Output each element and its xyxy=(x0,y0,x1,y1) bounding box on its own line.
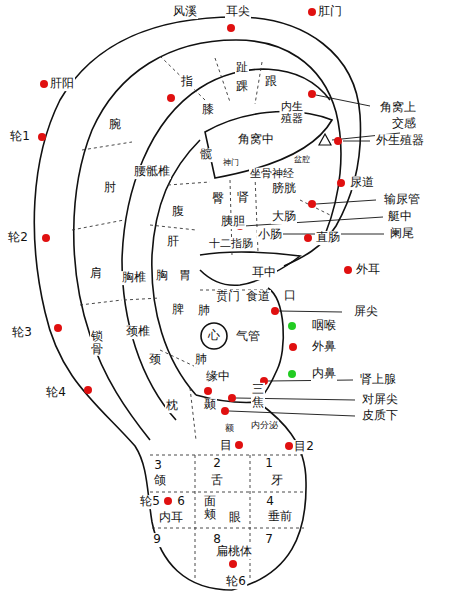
region-label: 角窝上 xyxy=(379,101,417,115)
region-label: 颌 xyxy=(153,474,167,488)
region-label: 轮5 xyxy=(139,495,161,509)
region-label: 对屏尖 xyxy=(361,393,399,407)
region-label: 9 xyxy=(152,533,162,547)
region-label: 心 xyxy=(207,329,221,343)
helix-outline xyxy=(34,17,360,590)
region-label: 指 xyxy=(180,75,194,89)
region-label: 扁桃体 xyxy=(215,545,253,559)
region-label: 枕 xyxy=(165,399,179,413)
region-label: 皮质下 xyxy=(361,409,399,423)
region-label: 臀 xyxy=(211,192,225,206)
region-label: 膀胱 xyxy=(271,182,297,196)
region-label: 神门 xyxy=(222,158,240,167)
region-label: 艇中 xyxy=(387,210,413,224)
region-label: 咽喉 xyxy=(311,319,337,333)
sympathetic-triangle xyxy=(319,134,331,145)
green-dots xyxy=(288,322,296,378)
region-label: 颈 xyxy=(148,353,162,367)
region-label: 胸椎 xyxy=(121,271,147,285)
region-label: 腕 xyxy=(108,118,122,132)
region-label: 膝 xyxy=(201,103,215,117)
region-label: 三焦 xyxy=(251,383,265,409)
region-label: 外鼻 xyxy=(311,340,337,354)
region-label: 内生殖器 xyxy=(279,101,304,125)
region-label: 颞 xyxy=(203,398,217,412)
region-label: 趾 xyxy=(235,61,249,75)
region-label: 大肠 xyxy=(271,210,297,224)
region-label: 1 xyxy=(264,457,274,471)
helix-crus xyxy=(200,252,300,285)
region-label: 输尿管 xyxy=(383,193,421,207)
region-label: 胰胆 xyxy=(220,215,246,229)
region-label: 胸 xyxy=(155,269,169,283)
region-label: 目2 xyxy=(293,440,315,454)
region-label: 直肠 xyxy=(315,231,341,245)
region-label: 阑尾 xyxy=(389,227,415,241)
region-label: 7 xyxy=(264,533,274,547)
region-label: 内鼻 xyxy=(311,367,337,381)
region-label: 锁骨 xyxy=(90,330,104,356)
region-label: 交感 xyxy=(391,117,417,131)
region-label: 6 xyxy=(176,495,186,509)
region-label: 耳尖 xyxy=(225,5,251,19)
region-label: 贲门 xyxy=(215,290,241,304)
region-label: 垂前 xyxy=(267,510,293,524)
region-label: 眼 xyxy=(228,511,242,525)
region-label: 十二指肠 xyxy=(208,238,254,251)
region-label: 2 xyxy=(212,457,222,471)
heart-circle xyxy=(201,323,227,349)
region-label: 小肠 xyxy=(257,228,283,242)
region-label: 轮1 xyxy=(9,130,31,144)
region-label: 食道 xyxy=(245,290,271,304)
region-label: 盆腔 xyxy=(293,155,311,164)
region-label: 尿道 xyxy=(349,176,375,190)
region-label: 轮2 xyxy=(7,231,29,245)
region-label: 颈椎 xyxy=(125,325,151,339)
region-label: 踝 xyxy=(235,80,249,94)
lobe-outline xyxy=(232,402,306,590)
region-label: 内耳 xyxy=(158,511,184,525)
region-label: 轮4 xyxy=(45,386,67,400)
region-label: 肾 xyxy=(236,191,250,205)
region-label: 肘 xyxy=(103,181,117,195)
region-label: 牙 xyxy=(270,474,284,488)
region-label: 胃 xyxy=(178,269,192,283)
region-label: 跟 xyxy=(264,75,278,89)
acupoint-dots xyxy=(38,8,352,568)
region-label: 角窝中 xyxy=(237,133,275,147)
region-label: 脾 xyxy=(171,303,185,317)
region-label: 肾上腺 xyxy=(359,373,397,387)
region-label: 耳中 xyxy=(251,266,277,280)
region-label: 肝阳 xyxy=(49,77,75,91)
region-label: 风溪 xyxy=(172,5,198,19)
region-label: 外生殖器 xyxy=(375,134,425,148)
region-label: 肩 xyxy=(89,267,103,281)
region-label: 额 xyxy=(224,423,235,433)
region-label: 内分泌 xyxy=(250,420,279,430)
region-label: 腰骶椎 xyxy=(133,165,171,179)
region-dividers xyxy=(72,56,330,580)
region-label: 气管 xyxy=(235,330,261,344)
region-label: 腹 xyxy=(171,205,185,219)
region-label: 3 xyxy=(153,459,163,473)
region-label: 肝 xyxy=(166,235,180,249)
region-label: 4 xyxy=(265,495,275,509)
region-label: 肺 xyxy=(194,353,208,367)
region-label: 肛门 xyxy=(317,5,343,19)
region-label: 缘中 xyxy=(205,370,231,384)
region-label: 舌 xyxy=(210,474,224,488)
region-label: 外耳 xyxy=(355,263,381,277)
region-label: 肺 xyxy=(197,304,211,318)
region-label: 坐骨神经 xyxy=(249,168,295,181)
ear-outline xyxy=(34,17,360,590)
region-label: 屏尖 xyxy=(353,305,379,319)
region-label: 轮6 xyxy=(225,575,247,589)
region-label: 口 xyxy=(283,289,297,303)
region-label: 轮3 xyxy=(11,326,33,340)
region-label: 面颊 xyxy=(203,495,217,521)
helix-inner-line xyxy=(74,40,341,440)
region-label: 目 xyxy=(219,439,233,453)
region-label: 髋 xyxy=(199,148,213,162)
